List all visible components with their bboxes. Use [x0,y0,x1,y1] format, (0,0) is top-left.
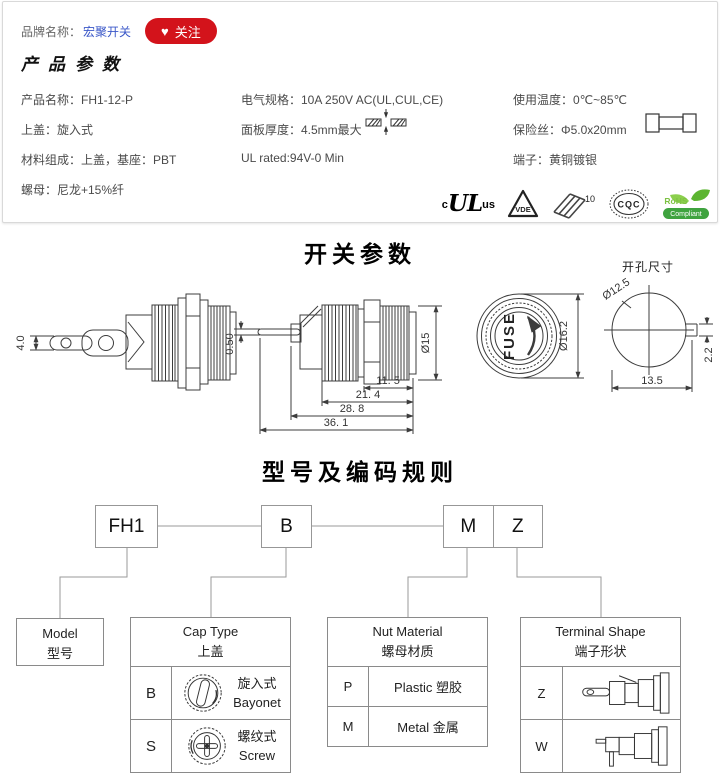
nut-row-plastic: P Plastic 塑胶 [328,667,487,706]
code-cell-terminal: Z [511,515,524,537]
enec10-icon: 10 [553,193,595,219]
terminal-code-z: Z [521,667,563,719]
cap-row-screw: S 螺纹式 Screw [131,719,290,772]
fuse-icon [645,113,697,133]
svg-text:Ø16.2: Ø16.2 [558,321,570,351]
spec-terminal: 端子：黄铜镀银 [513,153,598,167]
spec-temperature: 使用温度：0℃~85℃ [513,93,627,107]
spec-cap: 上盖：旋入式 [21,123,94,137]
nut-code-m: M [328,707,369,746]
svg-text:Ø12.5: Ø12.5 [601,276,633,302]
code-box-nut-terminal: M Z [443,505,543,548]
brand-row: 品牌名称：宏聚开关 ♥ 关注 [21,18,217,44]
nut-table-title-en: Nut Material [372,624,443,639]
cap-type-table: Cap Type 上盖 B 旋入式 Bayonet [130,617,291,773]
cqc-icon: CQC [609,189,649,219]
cap-code-b: B [131,667,172,719]
model-table-title-zh: 型号 [46,646,73,662]
cap-table-title-zh: 上盖 [197,644,224,660]
mounting-hole-drawing [604,285,713,392]
nut-material-table: Nut Material 螺母材质 P Plastic 塑胶 M Metal 金… [327,617,488,747]
cap-front-view-drawing [476,293,584,379]
product-params-title: 产品参数 [21,55,129,75]
product-card: 品牌名称：宏聚开关 ♥ 关注 产品参数 产品名称：FH1-12-P 上盖：旋入式… [2,1,718,223]
svg-text:RoHS: RoHS [664,196,687,206]
spec-electrical: 电气规格：10A 250V AC(UL,CUL,CE) [241,93,444,107]
terminal-row-w: W [521,719,680,772]
spec-ul-rated: UL rated:94V-0 Min [241,151,344,165]
spec-material: 材料组成：上盖，基座：PBT [21,153,177,167]
svg-text:Compliant: Compliant [670,211,702,218]
vde-icon: VDE [507,189,539,218]
spec-panel-thickness: 面板厚度：4.5mm最大 [241,123,362,137]
terminal-table-title-zh: 端子形状 [574,644,627,660]
cap-screw-en: Screw [238,748,276,763]
brand-link[interactable]: 宏聚开关 [83,24,132,39]
terminal-table-title-en: Terminal Shape [555,624,646,639]
terminal-shape-table: Terminal Shape 端子形状 Z W [520,617,681,773]
svg-text:4.0: 4.0 [15,335,27,350]
code-cell-nut: M [444,506,494,547]
terminal-code-w: W [521,720,563,772]
straight-terminal-icon [581,672,669,714]
svg-text:2.2: 2.2 [703,347,715,362]
cap-code-s: S [131,720,172,772]
model-table: Model 型号 [16,618,104,666]
spec-fuse-size: 保险丝：Φ5.0x20mm [513,123,627,137]
svg-text:36. 1: 36. 1 [324,417,348,429]
svg-text:13.5: 13.5 [641,375,662,387]
svg-text:0.50: 0.50 [224,333,236,354]
code-box-model: FH1 [95,505,158,548]
cap-bayonet-zh: 旋入式 [237,675,277,691]
terminal-row-z: Z [521,667,680,719]
model-table-title-en: Model [42,626,78,641]
svg-text:Ø15: Ø15 [420,333,432,354]
side-view-lug-drawing [30,293,237,391]
follow-button-label: 关注 [174,24,201,40]
svg-text:21. 4: 21. 4 [356,389,380,401]
switch-params-title: 开关参数 [304,241,416,267]
svg-text:CQC: CQC [618,200,641,210]
code-box-cap: B [261,505,312,548]
angled-terminal-icon [595,726,668,767]
follow-button[interactable]: ♥ 关注 [145,18,217,44]
rohs-icon: RoHS Compliant [663,189,710,219]
nut-plastic-label: Plastic 塑胶 [394,680,462,695]
bayonet-cap-icon [184,674,222,712]
spec-product-name: 产品名称：FH1-12-P [21,93,134,107]
brand-label: 品牌名称： [21,24,82,39]
side-view-dimension-drawing [234,299,442,434]
nut-code-p: P [328,667,369,706]
cap-row-bayonet: B 旋入式 Bayonet [131,667,290,719]
nut-row-metal: M Metal 金属 [328,706,487,746]
svg-text:VDE: VDE [515,205,530,214]
svg-text:FUSE: FUSE [501,312,518,360]
spec-nut: 螺母：尼龙+15%纤 [21,183,125,197]
hole-size-label: 开孔尺寸 [622,260,675,274]
svg-text:11. 5: 11. 5 [376,375,400,387]
nut-table-title-zh: 螺母材质 [381,644,434,660]
panel-section-icon [365,109,407,135]
svg-text:28. 8: 28. 8 [340,403,364,415]
cap-table-title-en: Cap Type [182,624,239,639]
svg-text:10: 10 [585,194,595,204]
cap-screw-zh: 螺纹式 [237,728,277,744]
nut-metal-label: Metal 金属 [397,720,459,735]
heart-icon: ♥ [161,23,169,39]
cap-bayonet-en: Bayonet [233,695,281,710]
screw-cap-icon [188,727,227,765]
coding-rules-title: 型号及编码规则 [262,459,458,485]
